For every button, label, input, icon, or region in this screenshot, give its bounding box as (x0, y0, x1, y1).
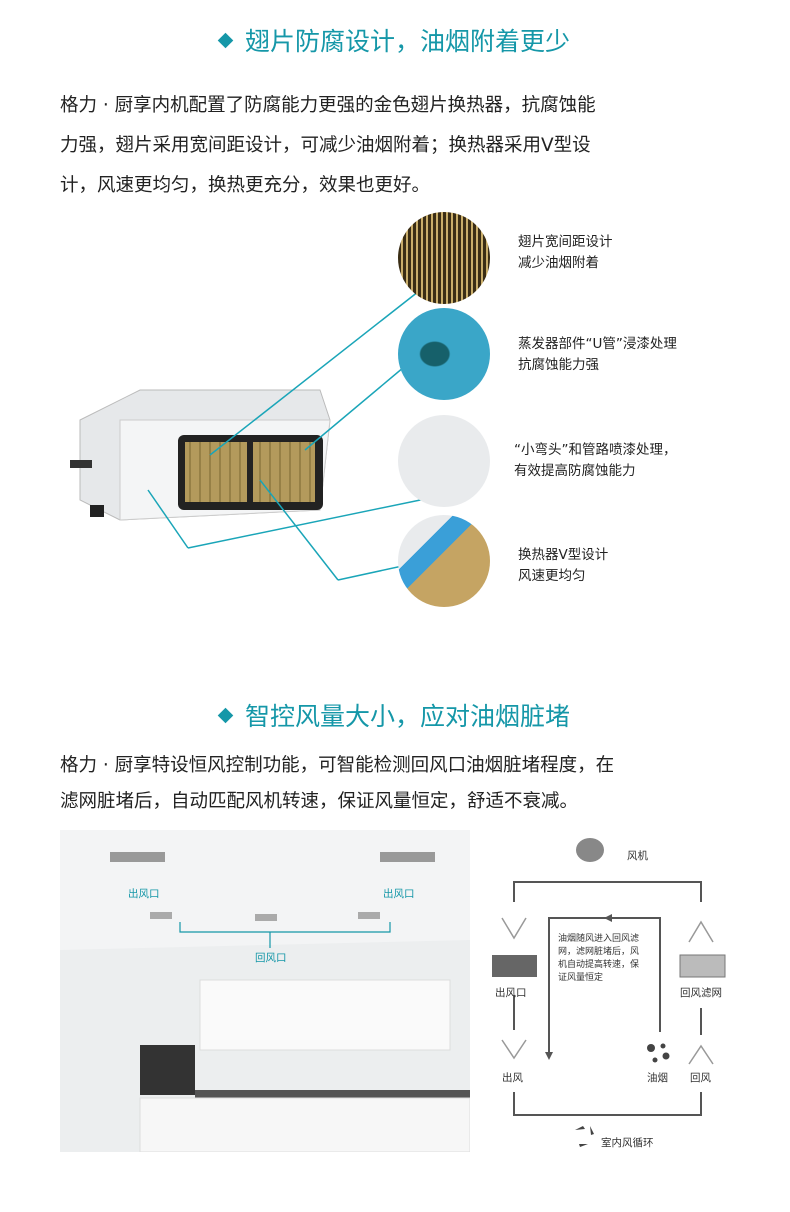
photo-label-outlet: 出风口 (383, 888, 415, 900)
callout-line: 有效提高防腐蚀能力 (514, 463, 636, 479)
diamond-icon (217, 707, 234, 723)
section1-title-text: 翅片防腐设计，油烟附着更少 (244, 27, 570, 56)
section2-title-text: 智控风量大小，应对油烟脏堵 (244, 702, 570, 731)
note-line: 机自动提高转速，保 (558, 960, 640, 970)
diagram-filter-label: 回风滤网 (680, 987, 722, 999)
callout-1: 翅片宽间距设计减少油烟附着 (518, 232, 613, 274)
section1-paragraph: 格力 · 厨享内机配置了防腐能力更强的金色翅片换热器，抗腐蚀能 力强，翅片采用宽… (60, 86, 740, 206)
elbow-closeup-image (398, 415, 490, 507)
para-line: 滤网脏堵后，自动匹配风机转速，保证风量恒定，舒适不衰减。 (60, 791, 579, 812)
callout-line: 减少油烟附着 (518, 255, 599, 271)
diagram-airout-label: 出风 (502, 1072, 523, 1084)
callout-4: 换热器V型设计风速更均匀 (518, 545, 608, 587)
u-tube-closeup-image (398, 308, 490, 400)
airflow-diagram (492, 838, 726, 1147)
note-line: 证风量恒定 (558, 973, 604, 983)
para-line: 格力 · 厨享内机配置了防腐能力更强的金色翅片换热器，抗腐蚀能 (60, 95, 596, 116)
callout-line: 翅片宽间距设计 (518, 234, 613, 250)
diagram-outlet-label: 出风口 (495, 987, 527, 999)
callout-line: 抗腐蚀能力强 (518, 357, 599, 373)
note-line: 油烟随风进入回风滤 (558, 934, 640, 944)
callout-3: “小弯头”和管路喷漆处理， 有效提高防腐蚀能力 (514, 440, 677, 482)
callout-line: 换热器V型设计 (518, 547, 609, 563)
diagram-fan-label: 风机 (627, 850, 648, 862)
callout-lines (147, 251, 469, 581)
section1-title: 翅片防腐设计，油烟附着更少 (0, 22, 790, 58)
diagram-smoke-label: 油烟 (647, 1072, 668, 1084)
section2-title: 智控风量大小，应对油烟脏堵 (0, 697, 790, 733)
callout-line: 蒸发器部件“U管”浸漆处理 (518, 336, 677, 352)
indoor-unit-image (70, 389, 331, 521)
callout-2: 蒸发器部件“U管”浸漆处理抗腐蚀能力强 (518, 334, 677, 376)
v-heat-exchanger-image (398, 515, 490, 607)
para-line: 格力 · 厨享特设恒风控制功能，可智能检测回风口油烟脏堵程度，在 (60, 755, 615, 776)
callout-line: “小弯头”和管路喷漆处理， (514, 442, 677, 458)
fin-closeup-image (398, 212, 490, 304)
diagram-return-label: 回风 (690, 1072, 711, 1084)
photo-label-outlet: 出风口 (128, 888, 160, 900)
note-line: 网，滤网脏堵后，风 (558, 947, 640, 957)
diagram-cycle-label: 室内风循环 (601, 1137, 654, 1149)
section2-paragraph: 格力 · 厨享特设恒风控制功能，可智能检测回风口油烟脏堵程度，在 滤网脏堵后，自… (60, 748, 740, 820)
kitchen-photo (60, 830, 470, 1152)
para-line: 计，风速更均匀，换热更充分，效果也更好。 (60, 175, 431, 196)
diagram-note: 油烟随风进入回风滤 网，滤网脏堵后，风 机自动提高转速，保 证风量恒定 (558, 933, 639, 985)
callout-line: 风速更均匀 (518, 568, 586, 584)
photo-label-return: 回风口 (255, 952, 287, 964)
para-line: 力强，翅片采用宽间距设计，可减少油烟附着；换热器采用V型设 (60, 135, 591, 156)
